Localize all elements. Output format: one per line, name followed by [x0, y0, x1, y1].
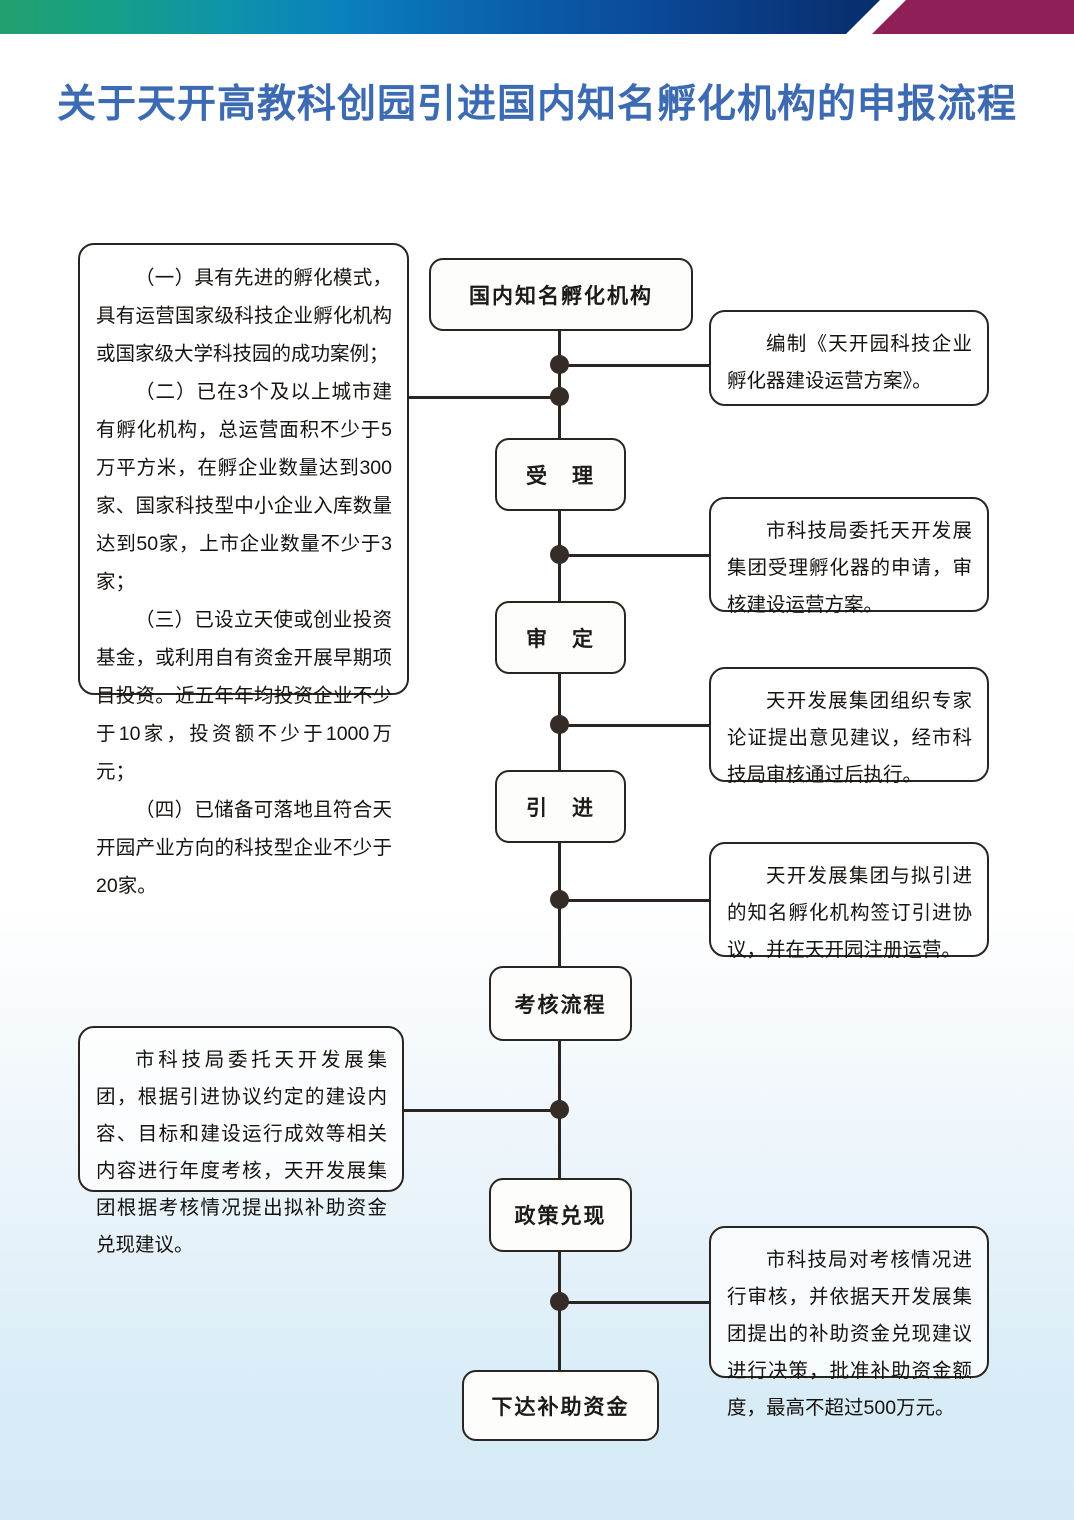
branch-line-right-1 [558, 364, 710, 367]
branch-line-right-2 [558, 554, 710, 557]
top-banner [0, 0, 1074, 34]
condition-line-2: （二）已在3个及以上城市建有孵化机构，总运营面积不少于5万平方米，在孵企业数量达… [96, 381, 392, 593]
condition-line-4: （四）已储备可落地且符合天开园产业方向的科技型企业不少于20家。 [96, 799, 392, 897]
junction-dot-5 [550, 890, 569, 909]
flow-node-assessment-process[interactable]: 考核流程 [489, 966, 632, 1041]
flow-node-label: 考核流程 [514, 993, 607, 1017]
spine-connector-6 [558, 1251, 561, 1371]
page-title: 关于天开高教科创园引进国内知名孵化机构的申报流程 [56, 83, 1017, 126]
branch-line-left-1 [409, 396, 560, 399]
note-subsidy-decision: 市科技局对考核情况进行审核，并依据天开发展集团提出的补助资金兑现建议进行决策，批… [709, 1226, 989, 1419]
flow-node-label: 国内知名孵化机构 [469, 284, 653, 308]
flow-node-introduce[interactable]: 引 进 [495, 770, 626, 843]
spine-connector-1 [558, 330, 561, 440]
flow-node-acceptance[interactable]: 受 理 [495, 438, 626, 511]
junction-dot-1 [550, 355, 569, 374]
banner-gradient-bar [0, 0, 880, 34]
condition-line-3: （三）已设立天使或创业投资基金，或利用自有资金开展早期项目投资。近五年年均投资企… [96, 609, 392, 783]
junction-dot-4 [550, 715, 569, 734]
note-eligibility-conditions: （一）具有先进的孵化模式，具有运营国家级科技企业孵化机构或国家级大学科技园的成功… [78, 243, 409, 897]
condition-line-1: （一）具有先进的孵化模式，具有运营国家级科技企业孵化机构或国家级大学科技园的成功… [96, 267, 392, 365]
branch-line-right-3 [558, 724, 710, 727]
banner-accent-bar [872, 0, 1074, 34]
note-sign-agreement: 天开发展集团与拟引进的知名孵化机构签订引进协议，并在天开园注册运营。 [709, 842, 989, 961]
flow-node-policy-fulfillment[interactable]: 政策兑现 [489, 1178, 632, 1252]
junction-dot-3 [550, 545, 569, 564]
flow-node-review[interactable]: 审 定 [495, 601, 626, 674]
flow-node-label: 审 定 [526, 627, 595, 651]
flow-node-domestic-incubator[interactable]: 国内知名孵化机构 [429, 258, 693, 331]
junction-dot-6 [550, 1100, 569, 1119]
flow-node-label: 引 进 [526, 796, 595, 820]
flow-node-label: 政策兑现 [514, 1205, 607, 1228]
branch-line-left-2 [404, 1109, 560, 1112]
flow-node-disburse-subsidy[interactable]: 下达补助资金 [462, 1370, 659, 1441]
note-accept-application: 市科技局委托天开发展集团受理孵化器的申请，审核建设运营方案。 [709, 497, 989, 616]
note-annual-assessment: 市科技局委托天开发展集团，根据引进协议约定的建设内容、目标和建设运行成效等相关内… [78, 1026, 404, 1256]
note-prepare-plan: 编制《天开园科技企业孵化器建设运营方案》。 [709, 310, 989, 406]
branch-line-right-5 [558, 1301, 710, 1304]
flow-node-label: 下达补助资金 [491, 1395, 630, 1419]
junction-dot-7 [550, 1292, 569, 1311]
branch-line-right-4 [558, 899, 710, 902]
flow-node-label: 受 理 [526, 464, 595, 488]
junction-dot-2 [550, 387, 569, 406]
note-expert-review: 天开发展集团组织专家论证提出意见建议，经市科技局审核通过后执行。 [709, 667, 989, 786]
